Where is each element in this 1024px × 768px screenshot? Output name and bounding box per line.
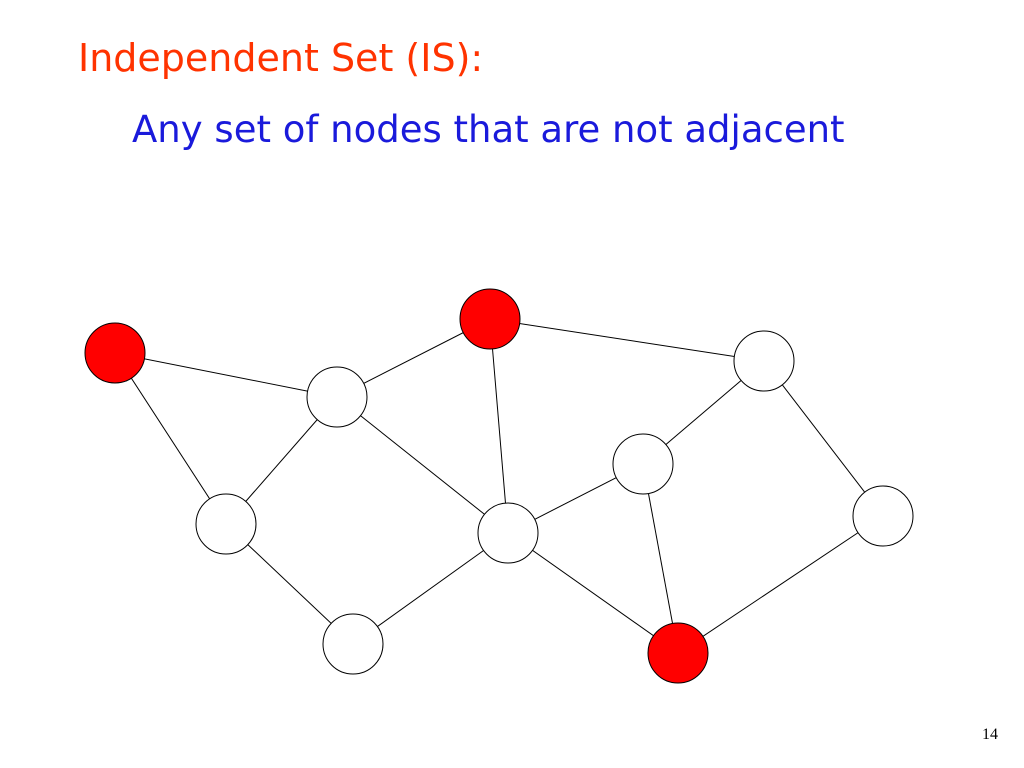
graph-edge [352, 532, 509, 645]
graph-edge [114, 352, 227, 525]
graph-edge [642, 463, 679, 654]
graph-node [195, 493, 257, 555]
slide-subtitle: Any set of nodes that are not adjacent [132, 108, 845, 151]
graph-node [852, 485, 914, 547]
graph-edge [489, 318, 509, 534]
graph-node-in-set [459, 288, 521, 350]
graph-node [306, 366, 368, 428]
graph-node [612, 433, 674, 495]
graph-node-in-set [647, 622, 709, 684]
graph-node [733, 330, 795, 392]
graph-edge [489, 318, 765, 362]
graph-edge [763, 360, 884, 517]
graph-edge [507, 532, 679, 654]
slide-title: Independent Set (IS): [78, 36, 484, 80]
graph-node-in-set [84, 322, 146, 384]
graph-node [477, 502, 539, 564]
graph-edge [114, 352, 338, 398]
graph-node [322, 613, 384, 675]
graph-edge [677, 515, 884, 654]
graph-nodes [84, 288, 914, 684]
page-number: 14 [982, 726, 998, 743]
graph-edge [336, 396, 509, 534]
